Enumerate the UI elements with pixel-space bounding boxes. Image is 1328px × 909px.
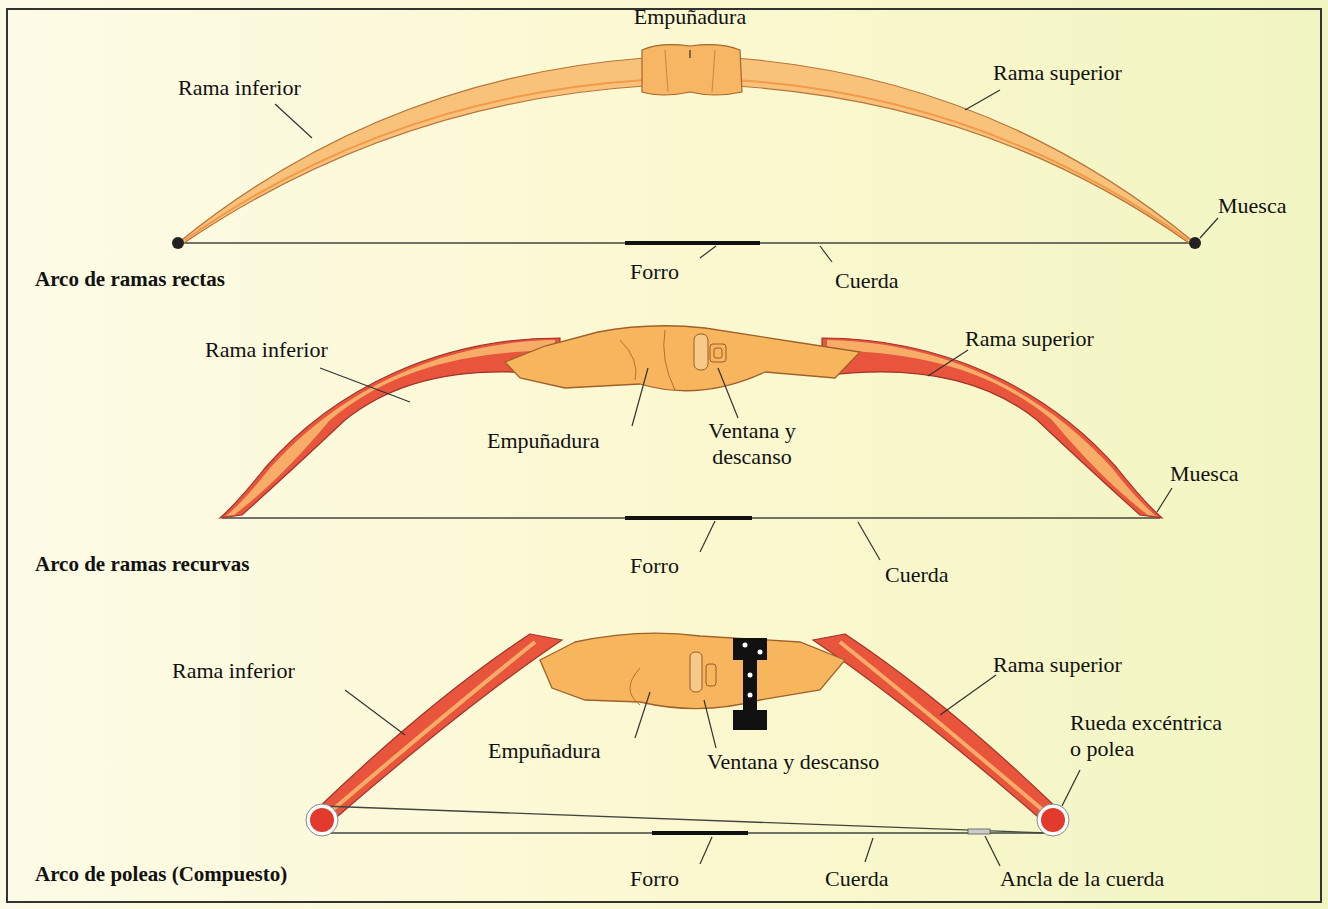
part-label: Rama inferior <box>205 337 328 363</box>
bow-title: Arco de poleas (Compuesto) <box>35 861 287 887</box>
part-label: Muesca <box>1218 193 1286 219</box>
part-label: Empuñadura <box>488 738 600 764</box>
bow-title: Arco de ramas rectas <box>35 266 225 292</box>
straight-bow <box>172 45 1201 249</box>
recurve-bow <box>220 326 1162 518</box>
part-label: Empuñadura <box>487 428 599 454</box>
part-label: Cuerda <box>825 866 889 892</box>
bow-title: Arco de ramas recurvas <box>35 551 249 577</box>
part-label: Ventana y descanso <box>692 418 812 470</box>
part-label: Rama inferior <box>172 658 295 684</box>
frame <box>6 8 1322 903</box>
part-label: Rama inferior <box>178 75 301 101</box>
part-label: Forro <box>630 259 679 285</box>
part-label: Rama superior <box>993 60 1122 86</box>
part-label: Ancla de la cuerda <box>1000 866 1164 892</box>
part-label: Cuerda <box>835 268 899 294</box>
part-label: Ventana y descanso <box>707 749 879 775</box>
part-label: Forro <box>630 866 679 892</box>
compound-bow <box>306 633 1069 836</box>
part-label: Muesca <box>1170 461 1238 487</box>
part-label: Forro <box>630 553 679 579</box>
part-label: Empuñadura <box>634 4 746 30</box>
part-label: Rueda excéntrica o polea <box>1070 710 1235 762</box>
part-label: Rama superior <box>965 326 1094 352</box>
part-label: Rama superior <box>993 652 1122 678</box>
part-label: Cuerda <box>885 562 949 588</box>
